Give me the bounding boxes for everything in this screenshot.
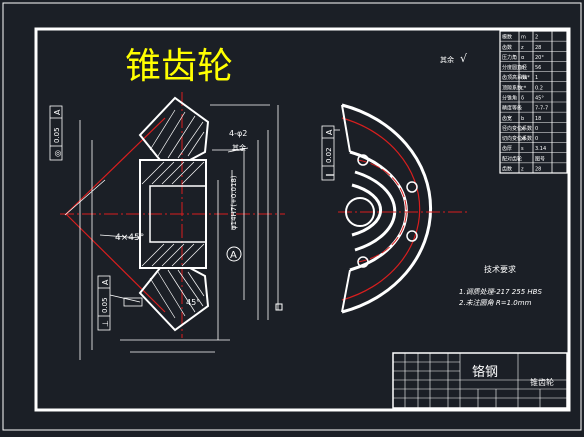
datum-a-letter: A	[230, 250, 237, 261]
pitch-cone-line	[65, 117, 166, 215]
param-cell: ha*	[521, 75, 530, 81]
roughness-label: 其余	[232, 143, 246, 152]
param-cell: s	[521, 146, 524, 152]
dimension-lines	[64, 104, 279, 360]
param-cell: m	[521, 35, 526, 41]
bore-circle	[345, 197, 375, 227]
section-marker	[275, 303, 283, 311]
param-cell: c*	[521, 85, 527, 91]
title-block: 铬钢 锥齿轮	[392, 352, 568, 409]
param-cell: 顶隙系数	[502, 84, 522, 91]
hole	[406, 230, 418, 242]
param-cell: z	[521, 167, 524, 173]
tolerance-frame-2: ∥ 0.02 A	[321, 125, 335, 181]
param-cell: 7-7-7	[535, 106, 548, 112]
tol-symbol: ∥	[325, 173, 334, 177]
param-cell: 45°	[535, 96, 544, 102]
param-cell: 18	[535, 116, 541, 122]
tip-circle-arc	[341, 103, 432, 314]
param-cell: 模数	[502, 34, 512, 41]
tol-value: 0.05	[101, 297, 109, 313]
tolerance-frame-small	[123, 297, 143, 307]
dim-bore: φ14H7(+0.018)	[230, 175, 238, 230]
param-cell: b	[521, 116, 524, 122]
param-cell: 切向变位系数	[502, 135, 532, 142]
param-cell: 图号	[535, 156, 545, 162]
roughness-symbol-label: 其余	[440, 55, 454, 64]
param-cell: 齿数	[502, 44, 512, 51]
hole	[357, 256, 369, 268]
param-cell: 1	[535, 75, 538, 81]
pitch-cone-line	[65, 213, 166, 313]
param-cell: 齿顶高系数	[502, 74, 527, 81]
param-cell: 3.14	[535, 146, 546, 152]
sheet-border	[2, 2, 582, 431]
hub-arc	[354, 170, 397, 252]
upper-tooth-hatch	[149, 109, 205, 159]
tolerance-frame-1: ◎ 0.05 A	[49, 105, 63, 161]
section-edge	[341, 104, 351, 153]
bore-arc	[351, 183, 383, 237]
tol-datum: A	[325, 129, 334, 135]
param-cell: 28	[535, 45, 541, 51]
pitch-circle-arc	[341, 117, 421, 301]
param-cell: x	[521, 126, 524, 132]
tolerance-frame-3: ⊥ 0.05 A	[97, 275, 111, 331]
param-cell: 齿宽	[502, 115, 512, 122]
param-cell: xt	[521, 136, 526, 142]
tol-symbol: ◎	[53, 150, 62, 157]
dim-chamfer-inner: 4×45°	[115, 233, 144, 243]
param-cell: 压力角	[502, 54, 517, 61]
drawing-frame	[34, 27, 571, 412]
param-cell: d	[521, 65, 524, 71]
param-cell: z	[521, 45, 524, 51]
hole	[406, 181, 418, 193]
tol-value: 0.05	[53, 127, 61, 143]
tol-datum: A	[101, 279, 110, 285]
tol-datum: A	[53, 109, 62, 115]
param-cell: δ	[521, 96, 524, 102]
section-edge	[341, 269, 351, 313]
param-cell: 0	[535, 126, 538, 132]
material-field: 铬钢	[472, 364, 498, 380]
param-cell: 精度等级	[502, 105, 522, 112]
tol-value: 0.02	[325, 147, 333, 163]
hole	[357, 154, 369, 166]
bore	[149, 185, 207, 243]
param-cell: 0	[535, 136, 538, 142]
param-cell: 0.2	[535, 85, 543, 91]
param-cell: 分锥角	[502, 95, 517, 102]
param-cell: 20°	[535, 55, 544, 61]
dim-chamfer-outer: 45°	[186, 298, 200, 307]
roughness-symbol: √	[460, 52, 468, 65]
param-cell: 齿数	[502, 166, 512, 173]
hub-hatch	[141, 161, 205, 267]
datum-a-circle	[226, 246, 242, 262]
end-view: ∥ 0.02 A 其余 √ 技术要求 1.调质处理-217 255 HBS 2.…	[321, 52, 542, 314]
param-cell: 2	[535, 35, 538, 41]
param-cell: α	[521, 55, 525, 61]
param-cell: 配对齿轮	[502, 155, 522, 162]
param-cell: 分度圆直径	[502, 64, 527, 71]
drawing-title: 锥齿轮	[125, 46, 233, 87]
param-cell: 齿厚	[502, 146, 512, 152]
tech-req-item: 2.未注圆角 R=1.0mm	[459, 299, 532, 307]
tol-symbol: ⊥	[101, 320, 110, 327]
sectional-view: A 4-φ2 其余 4×45° 45° φ14H7(+0.018) ◎ 0.05…	[49, 92, 285, 360]
lower-tooth-hatch	[149, 269, 205, 319]
param-cell: 56	[535, 65, 541, 71]
root-circle-arc	[349, 150, 408, 272]
tech-req-item: 1.调质处理-217 255 HBS	[459, 288, 542, 296]
hole-center-arc	[357, 159, 407, 263]
dim-holes: 4-φ2	[229, 129, 247, 138]
param-cell: 径向变位系数	[502, 125, 532, 132]
param-cell: 28	[535, 167, 541, 173]
part-name-field: 锥齿轮	[530, 377, 554, 387]
tech-req-title: 技术要求	[484, 264, 516, 274]
